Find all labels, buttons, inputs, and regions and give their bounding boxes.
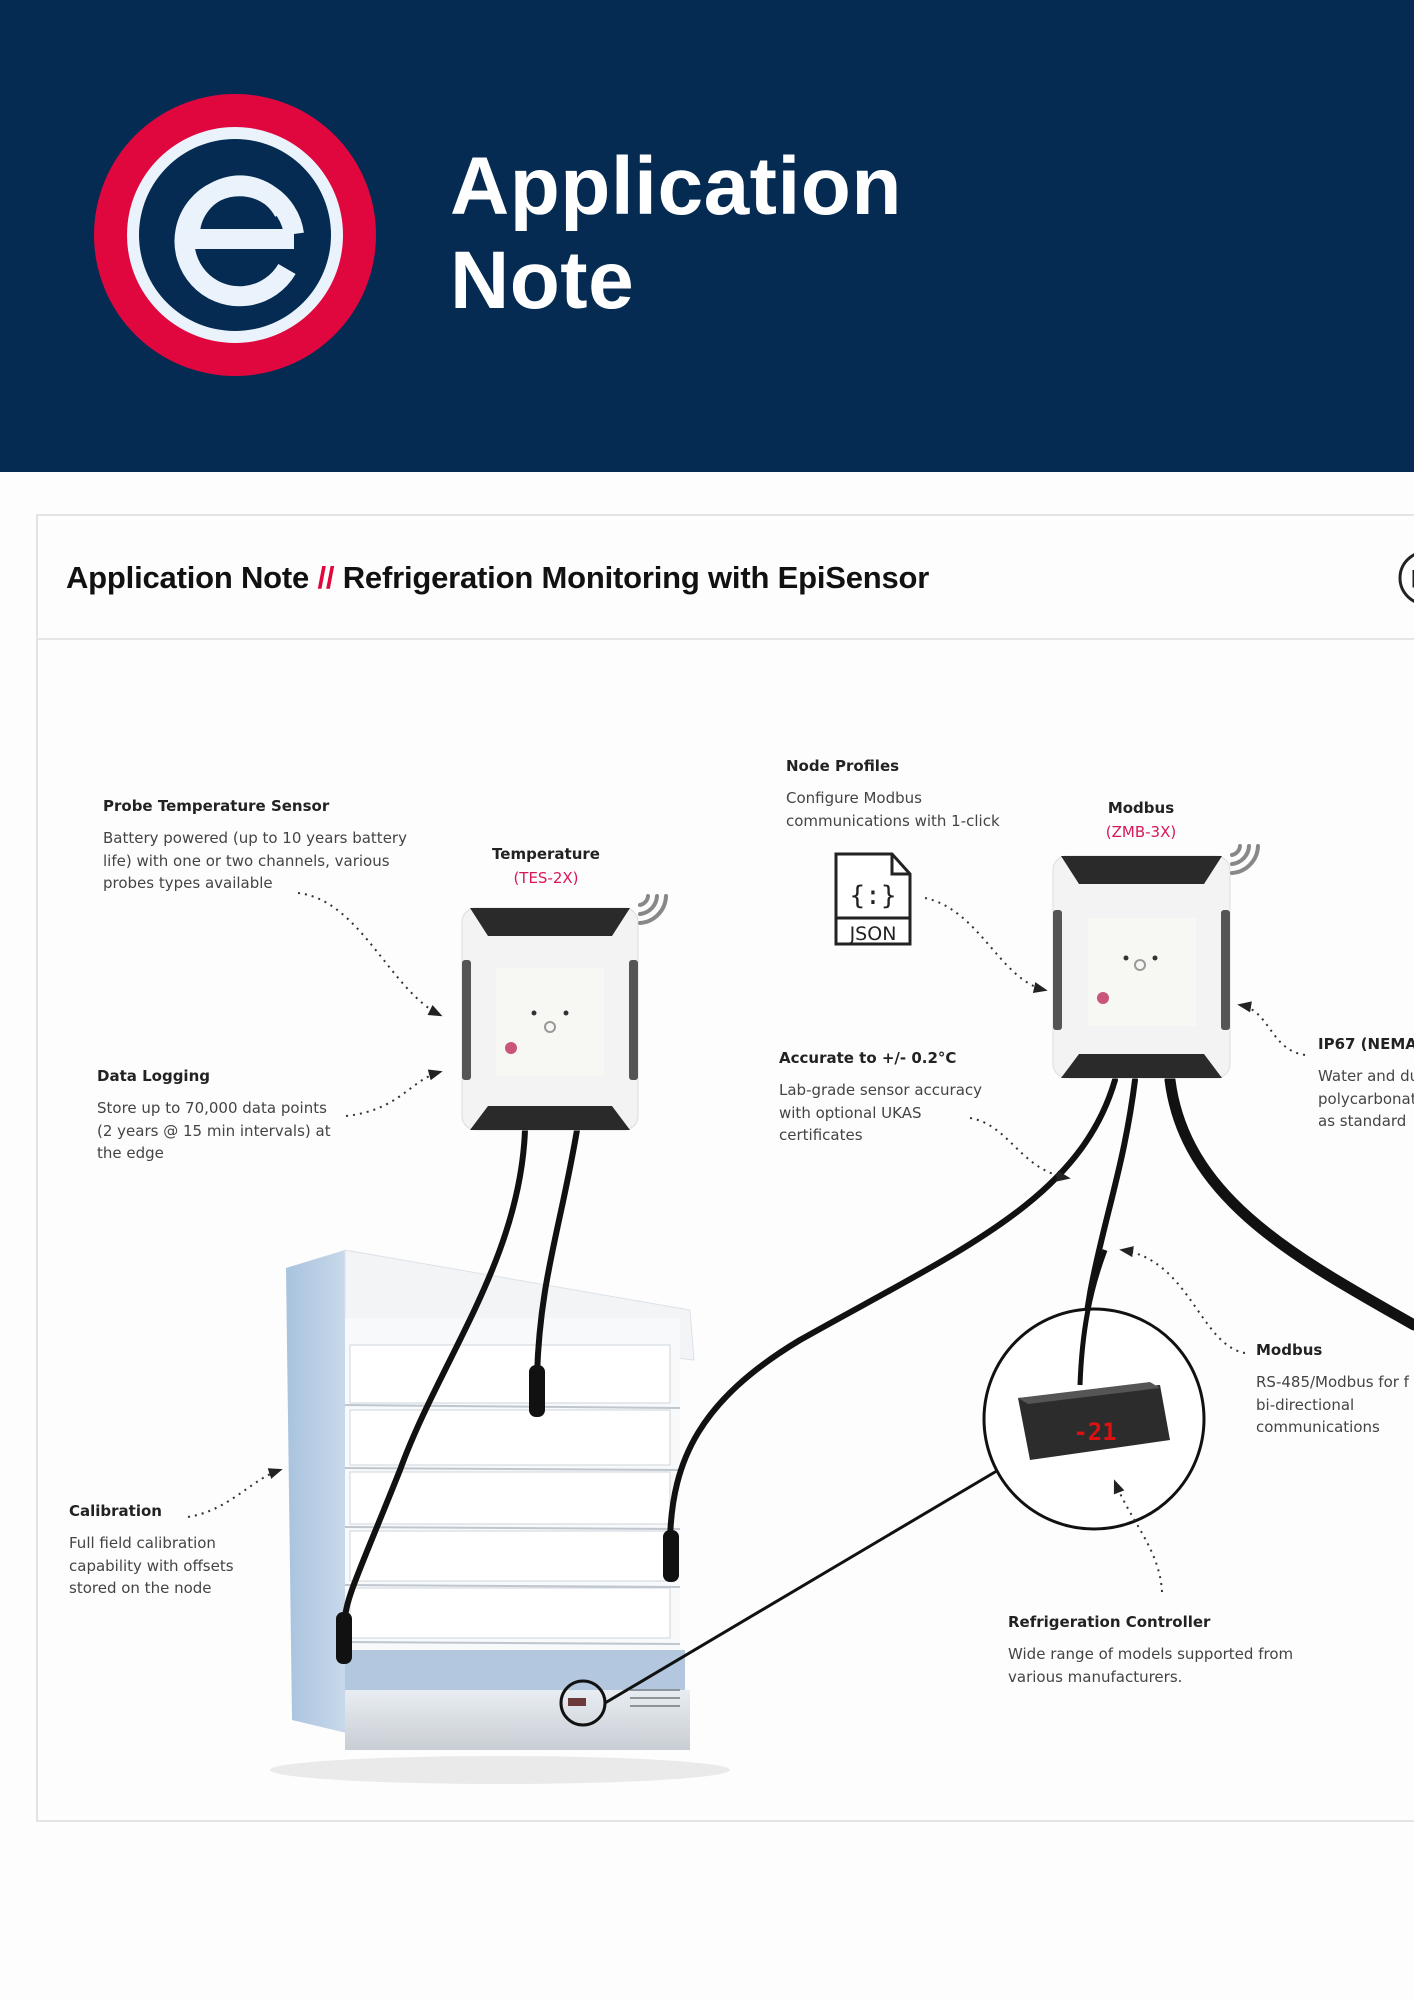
hero-title-line2: Note	[450, 235, 635, 326]
annotation-text: Store up to 70,000 data points(2 years @…	[97, 1099, 331, 1162]
card-title-separator: //	[317, 560, 335, 595]
modbus-node-device	[1052, 855, 1231, 1079]
temperature-device-name: Temperature	[492, 845, 600, 863]
episensor-logo-icon	[94, 94, 376, 376]
modbus-device-code: (ZMB-3X)	[1105, 823, 1177, 841]
wireless-signal-icon	[638, 894, 668, 925]
card-title-prefix: Application Note	[66, 560, 310, 595]
json-file-icon: {:} JSON	[834, 852, 912, 946]
controller-display-readout: -21	[1073, 1418, 1116, 1446]
diagram-card: Application Note // Refrigeration Monito…	[36, 514, 1414, 1822]
temperature-device-code: (TES-2X)	[513, 869, 579, 887]
annotation-title: Probe Temperature Sensor	[103, 797, 330, 815]
probe-cables	[342, 1074, 1414, 1705]
circle-logo-icon	[1398, 553, 1414, 603]
json-glyph: {:}	[850, 881, 897, 911]
annotation-title: Modbus	[1256, 1341, 1323, 1359]
annotation-title: Accurate to +/- 0.2°C	[779, 1049, 957, 1067]
json-label: JSON	[849, 923, 897, 945]
annotation-refrigeration-controller: Refrigeration Controller Wide range of m…	[1008, 1613, 1348, 1688]
hero-title: Application Note	[450, 140, 902, 328]
hero-title-line1: Application	[450, 141, 902, 232]
annotation-leaders	[187, 892, 1306, 1593]
card-header: Application Note // Refrigeration Monito…	[38, 516, 1414, 640]
annotation-probe-sensor: Probe Temperature Sensor Battery powered…	[103, 797, 423, 895]
annotation-title: Node Profiles	[786, 757, 900, 775]
modbus-device-name: Modbus	[1107, 799, 1175, 817]
annotation-title: IP67 (NEMA4	[1318, 1035, 1414, 1053]
annotation-data-logging: Data Logging Store up to 70,000 data poi…	[97, 1067, 357, 1165]
hero-banner: Application Note	[0, 0, 1414, 472]
temperature-device-label: Temperature (TES-2X)	[446, 845, 646, 887]
refrigeration-controller: -21	[982, 1249, 1206, 1531]
annotation-title: Data Logging	[97, 1067, 210, 1085]
annotation-title: Refrigeration Controller	[1008, 1613, 1211, 1631]
card-title-main: Refrigeration Monitoring with EpiSensor	[342, 560, 930, 595]
annotation-title: Calibration	[69, 1502, 162, 1520]
card-title: Application Note // Refrigeration Monito…	[66, 560, 929, 596]
annotation-accuracy: Accurate to +/- 0.2°C Lab-grade sensor a…	[779, 1049, 1019, 1147]
wireless-signal-icon	[1230, 844, 1260, 875]
temperature-node-device	[461, 907, 639, 1131]
modbus-device-label: Modbus (ZMB-3X)	[1041, 799, 1241, 841]
probe-tips	[336, 1365, 679, 1664]
refrigerated-display-case	[270, 1249, 730, 1784]
